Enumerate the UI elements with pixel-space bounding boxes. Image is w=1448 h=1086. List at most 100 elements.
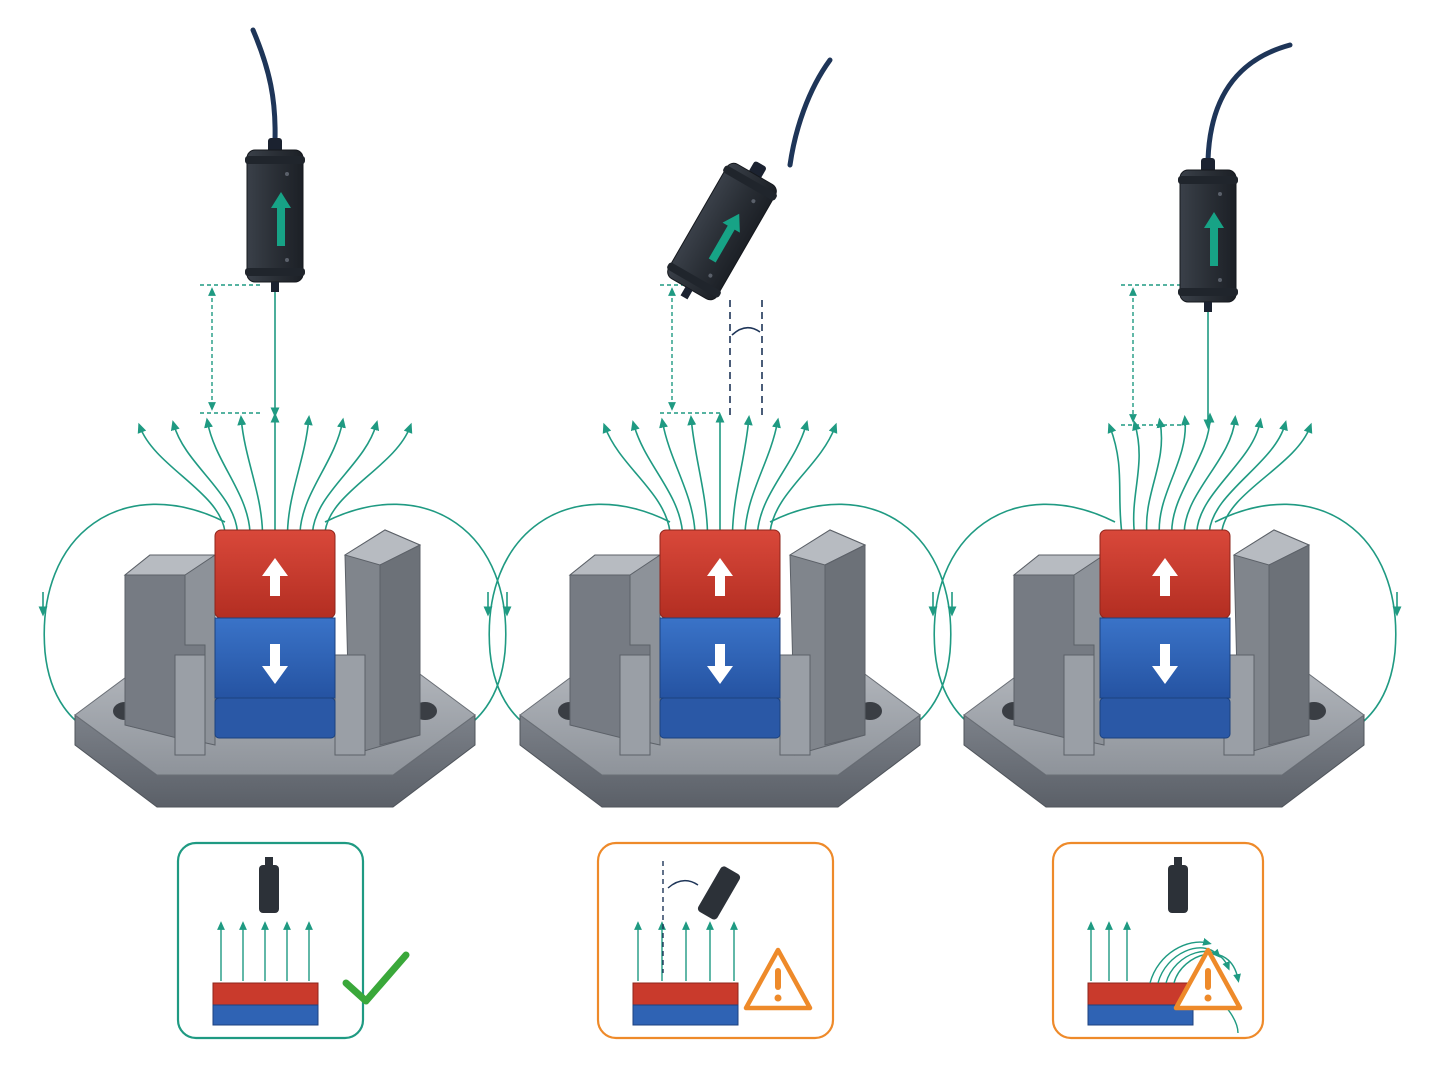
field-line bbox=[1220, 422, 1313, 533]
sensor-led bbox=[751, 199, 756, 204]
field-line bbox=[286, 415, 313, 533]
scenario-offset bbox=[928, 42, 1402, 1040]
magnet-base-face bbox=[214, 697, 336, 739]
tilt-angle-arc bbox=[731, 326, 761, 336]
arrow-icon bbox=[708, 213, 740, 263]
warning-icon-dot bbox=[774, 994, 782, 1002]
field-line bbox=[324, 422, 413, 533]
field-line bbox=[687, 415, 709, 533]
field-line bbox=[1170, 412, 1215, 533]
up-arrow-icon bbox=[1152, 558, 1178, 596]
sensor-cable bbox=[787, 57, 833, 168]
sensor-body bbox=[1179, 169, 1237, 303]
inset-magnet-south bbox=[1087, 1004, 1194, 1026]
field-line bbox=[744, 417, 781, 533]
sensor bbox=[245, 138, 305, 292]
inset-field-line-bent bbox=[1149, 938, 1212, 984]
sensor-band bbox=[1178, 176, 1238, 184]
field-line bbox=[311, 420, 380, 533]
sensor-band bbox=[1178, 288, 1238, 296]
arrow-icon bbox=[271, 192, 291, 246]
field-line bbox=[630, 420, 684, 533]
sensor-led bbox=[708, 273, 713, 278]
sensor-tip bbox=[1204, 302, 1212, 312]
down-arrow-icon bbox=[1152, 644, 1178, 684]
inset-sensor-cap bbox=[265, 857, 273, 867]
fixture-right-post-side bbox=[824, 544, 866, 746]
warning-icon-bar bbox=[1205, 968, 1211, 990]
inset-sensor bbox=[1168, 865, 1188, 913]
scenario-tilted bbox=[483, 57, 957, 1040]
field-line bbox=[1208, 420, 1288, 533]
magnet-base-face bbox=[1099, 697, 1231, 739]
field-loop-left bbox=[488, 503, 671, 733]
field-loop-right bbox=[769, 503, 952, 733]
field-line bbox=[1107, 422, 1123, 533]
arrow-icon bbox=[1204, 212, 1224, 266]
sensor-led bbox=[285, 258, 289, 262]
check-icon bbox=[342, 951, 410, 1005]
field-loop-left bbox=[933, 503, 1116, 733]
sensor-led bbox=[1218, 192, 1222, 196]
inset-magnet-south bbox=[632, 1004, 739, 1026]
sensor-led bbox=[1218, 278, 1222, 282]
field-line bbox=[1158, 415, 1190, 533]
inset-field-line-bent bbox=[1165, 950, 1230, 984]
field-line bbox=[170, 420, 239, 533]
inset-magnet-north bbox=[632, 982, 739, 1006]
field-line bbox=[1195, 417, 1264, 533]
inset-tilt-angle bbox=[667, 880, 699, 889]
inset-field-line-bent bbox=[1157, 947, 1221, 984]
fixture-channel-right bbox=[334, 654, 366, 756]
field-loop-right bbox=[324, 503, 507, 733]
fixture-channel-left bbox=[174, 654, 206, 756]
inset-sensor bbox=[697, 866, 741, 920]
sensor-cable bbox=[1205, 42, 1293, 163]
sensor-tip bbox=[680, 286, 693, 300]
field-line bbox=[756, 420, 810, 533]
sensor-tip bbox=[271, 282, 279, 292]
inset-sensor-cap bbox=[1174, 857, 1182, 867]
sensor-led bbox=[285, 172, 289, 176]
down-arrow-icon bbox=[707, 644, 733, 684]
fixture-channel-left bbox=[619, 654, 651, 756]
field-line bbox=[769, 422, 838, 533]
inset-magnet-north bbox=[212, 982, 319, 1006]
up-arrow-icon bbox=[707, 558, 733, 596]
warning-icon-dot bbox=[1204, 994, 1212, 1002]
field-line bbox=[1183, 415, 1239, 533]
sensor-band bbox=[245, 156, 305, 164]
up-arrow-icon bbox=[262, 558, 288, 596]
field-line bbox=[204, 417, 251, 533]
field-line bbox=[299, 417, 346, 533]
field-line bbox=[1132, 420, 1141, 533]
warning-icon-bar bbox=[775, 968, 781, 990]
field-loop-left bbox=[43, 503, 226, 733]
field-line bbox=[731, 415, 753, 533]
fixture-channel-left bbox=[1063, 654, 1095, 756]
fixture-channel-right bbox=[779, 654, 811, 756]
field-line bbox=[137, 422, 226, 533]
field-line bbox=[659, 417, 696, 533]
field-line bbox=[1145, 417, 1166, 533]
fixture-right-post-side bbox=[1268, 544, 1310, 746]
fixture-right-post-side bbox=[379, 544, 421, 746]
sensor-band bbox=[667, 262, 721, 298]
magnet-base-face bbox=[659, 697, 781, 739]
scenario-aligned bbox=[38, 27, 512, 1040]
sensor-cable bbox=[250, 27, 278, 143]
sensor-body bbox=[667, 162, 777, 301]
field-line bbox=[237, 415, 264, 533]
sensor-band bbox=[245, 268, 305, 276]
sensor bbox=[667, 161, 777, 301]
field-loop-right bbox=[1214, 503, 1397, 733]
sensor-band bbox=[723, 165, 777, 201]
sensor bbox=[1178, 158, 1238, 312]
down-arrow-icon bbox=[262, 644, 288, 684]
sensor-body bbox=[246, 149, 304, 283]
inset-sensor bbox=[259, 865, 279, 913]
field-line bbox=[602, 422, 671, 533]
inset-magnet-south bbox=[212, 1004, 319, 1026]
